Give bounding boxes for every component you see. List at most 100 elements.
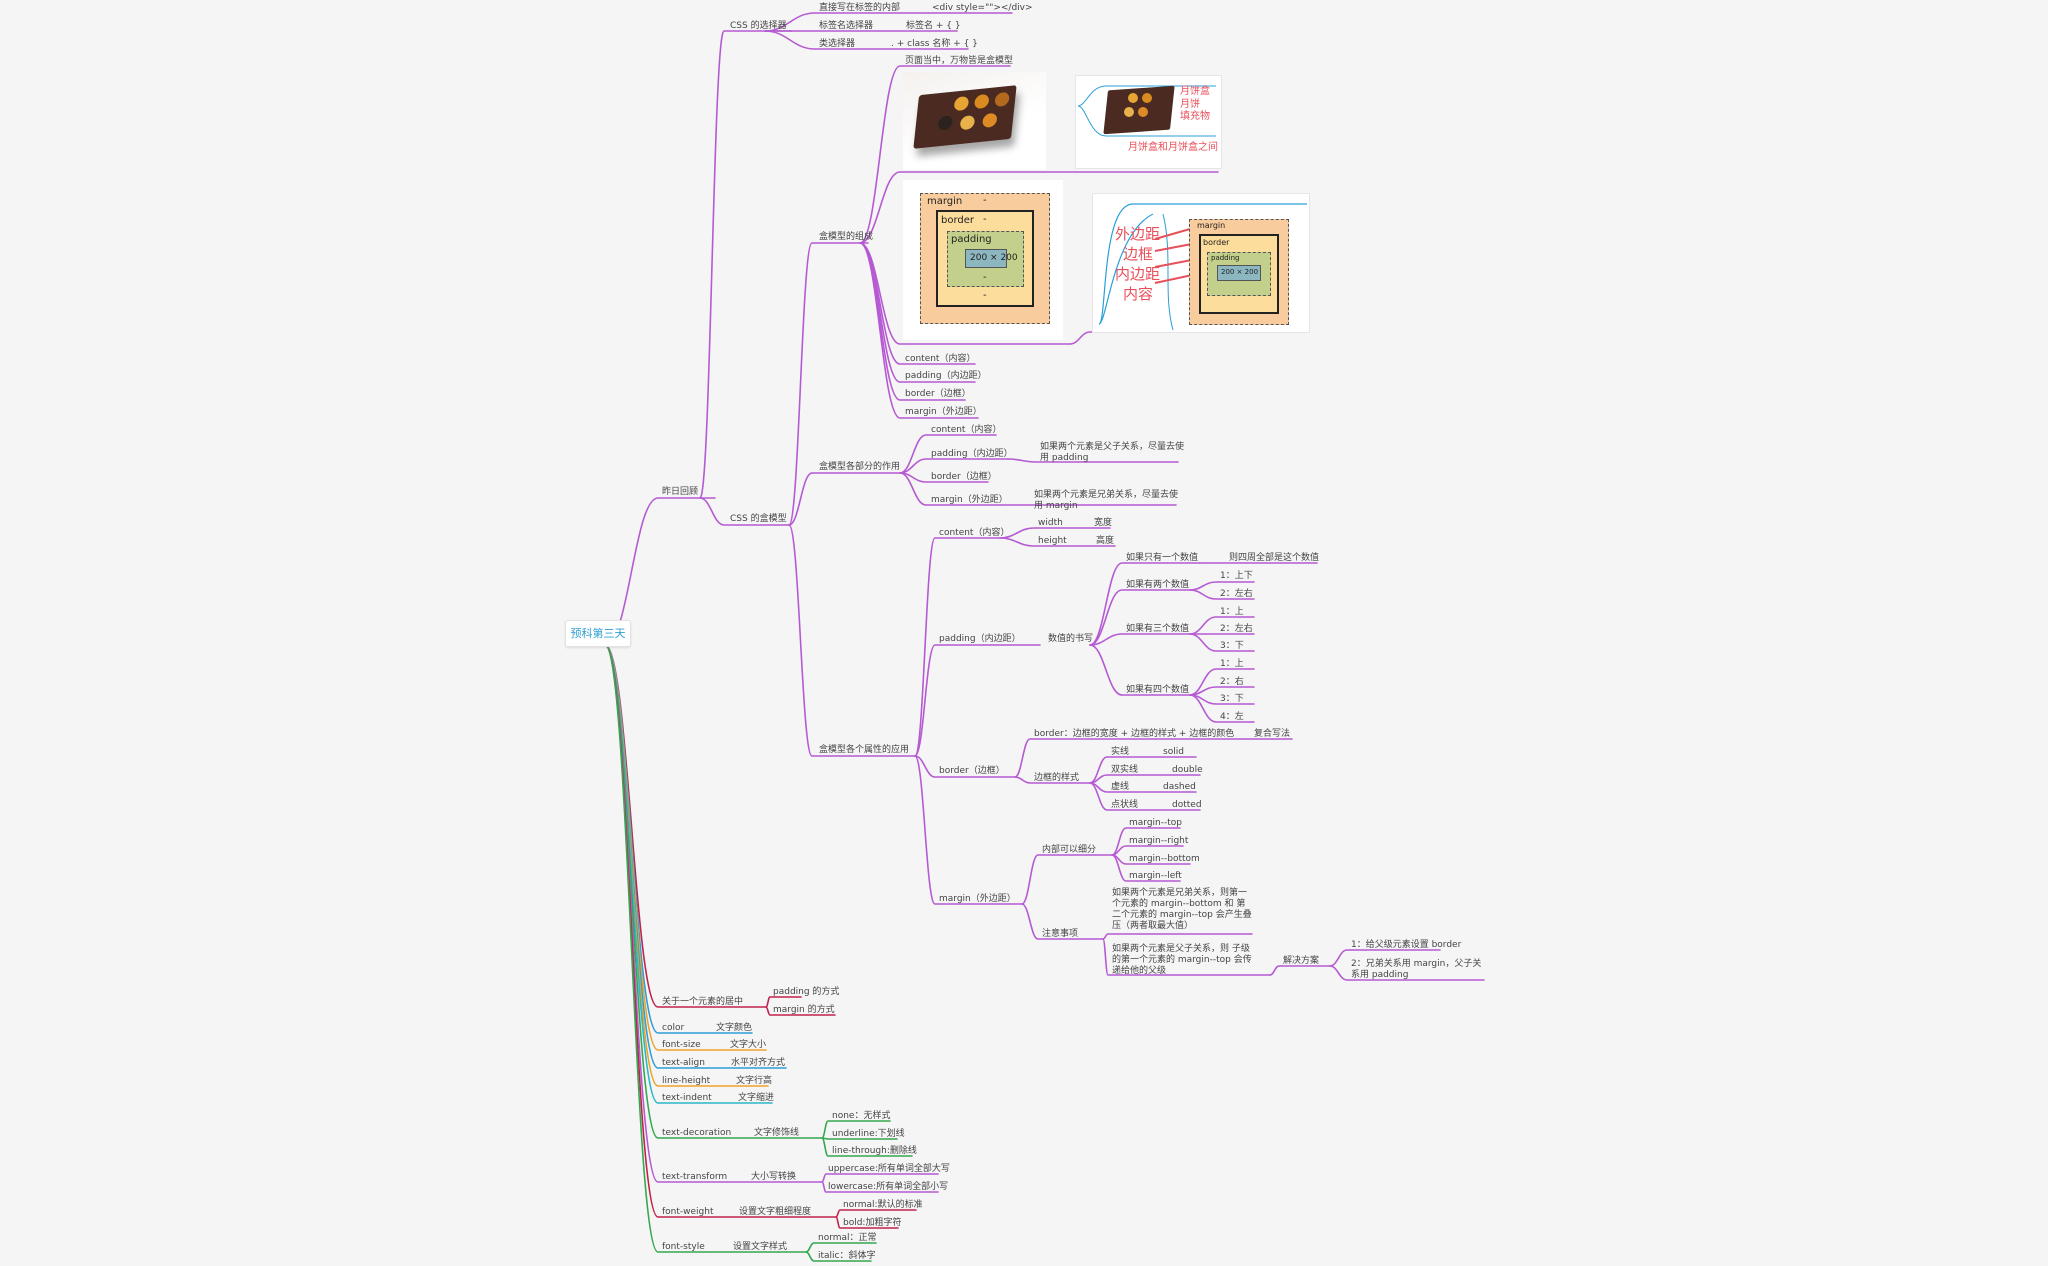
node-td1[interactable]: none：无样式 — [832, 1111, 891, 1121]
node-sel2[interactable]: 标签名选择器 — [819, 21, 874, 31]
node-fsv[interactable]: 文字大小 — [730, 1040, 767, 1050]
node-y-border[interactable]: border（边框） — [939, 766, 1005, 776]
node-sel1v[interactable]: <div style=""></div> — [932, 3, 1033, 13]
node-sel2v[interactable]: 标签名 + { } — [906, 21, 961, 31]
node-y-content[interactable]: content（内容） — [939, 528, 1010, 538]
node-s4v[interactable]: dotted — [1172, 800, 1202, 810]
node-three1[interactable]: 1：上 — [1220, 607, 1244, 617]
node-s1v[interactable]: solid — [1163, 747, 1184, 757]
node-ta[interactable]: text-align — [662, 1058, 705, 1068]
node-three[interactable]: 如果有三个数值 — [1126, 624, 1190, 634]
node-c-border[interactable]: border（边框） — [905, 389, 971, 399]
node-colorv[interactable]: 文字颜色 — [716, 1023, 753, 1033]
node-fw1[interactable]: normal:默认的标准 — [843, 1200, 923, 1210]
node-center[interactable]: 关于一个元素的居中 — [662, 997, 744, 1007]
node-nbkyxf[interactable]: 内部可以细分 — [1042, 845, 1097, 855]
node-four[interactable]: 如果有四个数值 — [1126, 685, 1190, 695]
node-fst1[interactable]: normal：正常 — [818, 1233, 877, 1243]
node-lh[interactable]: line-height — [662, 1076, 711, 1086]
node-bfull[interactable]: border：边框的宽度 + 边框的样式 + 边框的颜色 — [1034, 729, 1235, 739]
node-hmxzy[interactable]: 盒模型各部分的作用 — [819, 462, 901, 472]
node-ttv[interactable]: 大小写转换 — [751, 1172, 797, 1182]
node-bstyle[interactable]: 边框的样式 — [1034, 773, 1080, 783]
node-fst2[interactable]: italic：斜体字 — [818, 1251, 876, 1261]
node-one[interactable]: 如果只有一个数值 — [1126, 553, 1199, 563]
node-bfullv[interactable]: 复合写法 — [1254, 729, 1291, 739]
node-c-padding[interactable]: padding（内边距） — [905, 371, 987, 381]
node-sel1[interactable]: 直接写在标签的内部 — [819, 3, 901, 13]
node-three3[interactable]: 3：下 — [1220, 641, 1244, 651]
node-szsx[interactable]: 数值的书写 — [1048, 634, 1094, 644]
node-four1[interactable]: 1：上 — [1220, 659, 1244, 669]
node-color[interactable]: color — [662, 1023, 685, 1033]
node-sol2[interactable]: 2：兄弟关系用 margin，父子关系用 padding — [1351, 959, 1482, 980]
node-jjfa[interactable]: 解决方案 — [1283, 956, 1320, 966]
node-two1[interactable]: 1：上下 — [1220, 571, 1253, 581]
node-four4[interactable]: 4：左 — [1220, 712, 1244, 722]
node-z-border[interactable]: border（边框） — [931, 472, 997, 482]
node-td[interactable]: text-decoration — [662, 1128, 732, 1138]
node-mr[interactable]: margin--right — [1129, 836, 1189, 846]
node-note1[interactable]: 如果两个元素是兄弟关系，则第一个元素的 margin--bottom 和 第二个… — [1112, 888, 1252, 931]
node-c-margin[interactable]: margin（外边距） — [905, 407, 982, 417]
node-two[interactable]: 如果有两个数值 — [1126, 580, 1190, 590]
node-zysx[interactable]: 注意事项 — [1042, 929, 1079, 939]
node-fw2[interactable]: bold:加粗字符 — [843, 1218, 902, 1228]
node-y-margin[interactable]: margin（外边距） — [939, 894, 1016, 904]
node-cssbox[interactable]: CSS 的盒模型 — [730, 514, 787, 524]
node-s1[interactable]: 实线 — [1111, 747, 1130, 757]
node-fwv[interactable]: 设置文字粗细程度 — [739, 1207, 812, 1217]
node-sol1[interactable]: 1：给父级元素设置 border — [1351, 940, 1462, 950]
node-two2[interactable]: 2：左右 — [1220, 589, 1253, 599]
node-ymdz[interactable]: 页面当中，万物皆是盒模型 — [905, 56, 1014, 66]
node-four3[interactable]: 3：下 — [1220, 694, 1244, 704]
node-sel3[interactable]: 类选择器 — [819, 39, 856, 49]
node-hmxzc[interactable]: 盒模型的组成 — [819, 232, 874, 242]
node-td2[interactable]: underline:下划线 — [832, 1129, 905, 1139]
node-z-content[interactable]: content（内容） — [931, 425, 1002, 435]
node-z-margin[interactable]: margin（外边距） — [931, 495, 1008, 505]
node-c-content[interactable]: content（内容） — [905, 354, 976, 364]
node-ml[interactable]: margin--left — [1129, 871, 1182, 881]
node-tt2[interactable]: lowercase:所有单词全部小写 — [828, 1182, 949, 1192]
connector-line — [835, 1209, 917, 1218]
node-three2[interactable]: 2：左右 — [1220, 624, 1253, 634]
node-td3[interactable]: line-through:删除线 — [832, 1146, 917, 1156]
node-mb[interactable]: margin--bottom — [1129, 854, 1200, 864]
node-tiv[interactable]: 文字缩进 — [738, 1093, 775, 1103]
node-csssel[interactable]: CSS 的选择器 — [730, 21, 787, 31]
node-s3[interactable]: 虚线 — [1111, 782, 1130, 792]
node-fstv[interactable]: 设置文字样式 — [733, 1242, 788, 1252]
node-tt1[interactable]: uppercase:所有单词全部大写 — [828, 1164, 950, 1174]
node-sel3v[interactable]: . + class 名称 + { } — [891, 39, 978, 49]
node-tt[interactable]: text-transform — [662, 1172, 728, 1182]
node-z-padding-note[interactable]: 如果两个元素是父子关系，尽量去使用 padding — [1040, 442, 1185, 463]
node-tdv[interactable]: 文字修饰线 — [754, 1128, 800, 1138]
node-s4[interactable]: 点状线 — [1111, 800, 1139, 810]
node-s2[interactable]: 双实线 — [1111, 765, 1139, 775]
node-note2[interactable]: 如果两个元素是父子关系，则 子级的第一个元素的 margin--top 会传递给… — [1112, 944, 1252, 976]
node-center2[interactable]: margin 的方式 — [773, 1005, 835, 1015]
node-hmxyy[interactable]: 盒模型各个属性的应用 — [819, 745, 910, 755]
root-node[interactable]: 预科第三天 — [565, 620, 631, 647]
node-zrhg[interactable]: 昨日回顾 — [662, 487, 699, 497]
node-lhv[interactable]: 文字行高 — [736, 1076, 773, 1086]
node-fw[interactable]: font-weight — [662, 1207, 714, 1217]
node-four2[interactable]: 2：右 — [1220, 677, 1244, 687]
node-fst[interactable]: font-style — [662, 1242, 705, 1252]
node-z-margin-note[interactable]: 如果两个元素是兄弟关系，尽量去使用 margin — [1034, 490, 1179, 511]
node-y-padding[interactable]: padding（内边距） — [939, 634, 1021, 644]
node-center1[interactable]: padding 的方式 — [773, 987, 840, 997]
node-s2v[interactable]: double — [1172, 765, 1203, 775]
node-ti[interactable]: text-indent — [662, 1093, 712, 1103]
node-fs[interactable]: font-size — [662, 1040, 701, 1050]
node-width[interactable]: width — [1038, 518, 1063, 528]
node-onev[interactable]: 则四周全部是这个数值 — [1229, 553, 1320, 563]
node-widthv[interactable]: 宽度 — [1094, 518, 1113, 528]
node-heightv[interactable]: 高度 — [1096, 536, 1115, 546]
node-height[interactable]: height — [1038, 536, 1067, 546]
node-tav[interactable]: 水平对齐方式 — [731, 1058, 786, 1068]
node-s3v[interactable]: dashed — [1163, 782, 1196, 792]
node-z-padding[interactable]: padding（内边距） — [931, 449, 1013, 459]
node-mt[interactable]: margin--top — [1129, 818, 1182, 828]
